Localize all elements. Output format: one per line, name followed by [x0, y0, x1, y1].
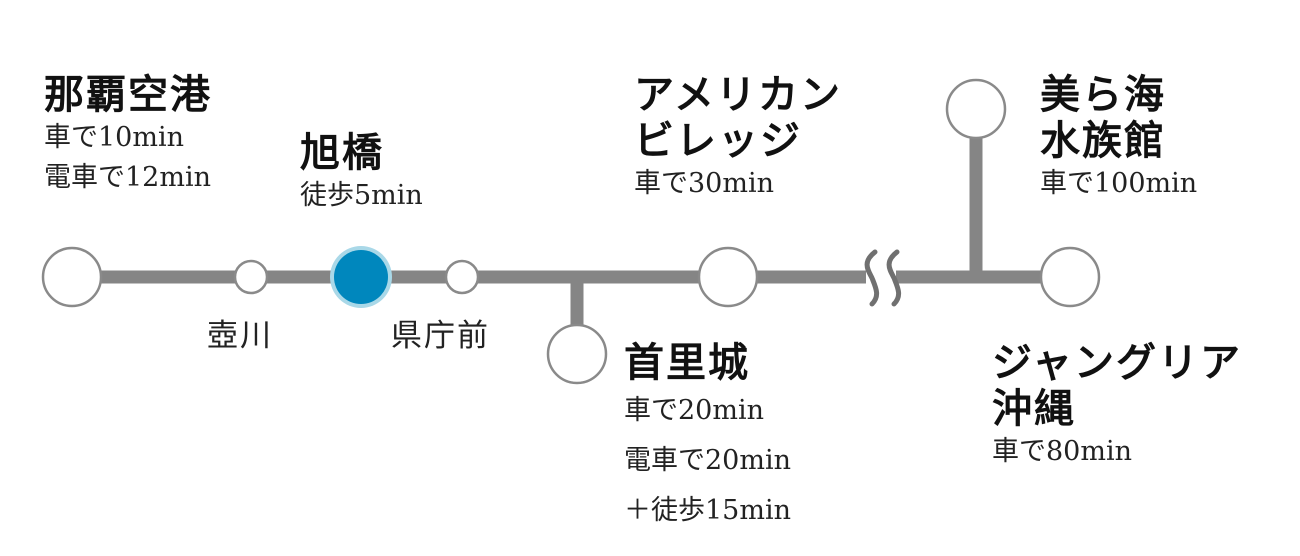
destination-churaumi: 美ら海 水族館 車で100min — [1040, 72, 1197, 204]
destination-title-line1: アメリカン — [634, 71, 842, 118]
destination-title: 那覇空港 — [44, 71, 212, 118]
destination-american-village: アメリカン ビレッジ 車で30min — [634, 72, 842, 204]
node-american-village — [697, 246, 759, 308]
access-time: 車で20min — [624, 395, 764, 426]
destination-title-line1: ジャングリア — [992, 339, 1242, 386]
destination-asahibashi: 旭橋 徒歩5min — [300, 130, 423, 216]
node-junglia — [1039, 246, 1101, 308]
destination-junglia: ジャングリア 沖縄 車で80min — [992, 340, 1242, 472]
access-time: 徒歩5min — [300, 180, 423, 211]
access-time: 車で80min — [992, 436, 1132, 467]
access-time: 車で30min — [634, 168, 774, 199]
access-time: ＋徒歩15min — [624, 495, 791, 526]
break-mark-icon — [864, 249, 902, 307]
destination-naha-airport: 那覇空港 車で10min 電車で12min — [44, 72, 212, 198]
access-time: 電車で20min — [624, 445, 791, 476]
node-churaumi — [945, 78, 1007, 140]
destination-title: 旭橋 — [300, 129, 384, 176]
node-kenchomae — [444, 259, 480, 295]
destination-title-line2: 沖縄 — [992, 385, 1076, 432]
station-kenchomae: 県庁前 — [391, 318, 490, 354]
access-time: 電車で12min — [44, 162, 211, 193]
destination-shurijo: 首里城 車で20min 電車で20min ＋徒歩15min — [624, 340, 791, 536]
access-time: 車で100min — [1040, 168, 1198, 199]
destination-title-line1: 美ら海 — [1040, 71, 1166, 118]
current-location-icon — [330, 246, 392, 308]
access-time: 車で10min — [44, 122, 184, 153]
station-tsubogawa: 壺川 — [207, 318, 273, 354]
node-naha-airport — [41, 246, 103, 308]
destination-title-line2: 水族館 — [1040, 117, 1166, 164]
node-shurijo — [546, 323, 608, 385]
destination-title: 首里城 — [624, 339, 750, 386]
node-tsubogawa — [233, 259, 269, 295]
destination-title-line2: ビレッジ — [634, 117, 802, 164]
